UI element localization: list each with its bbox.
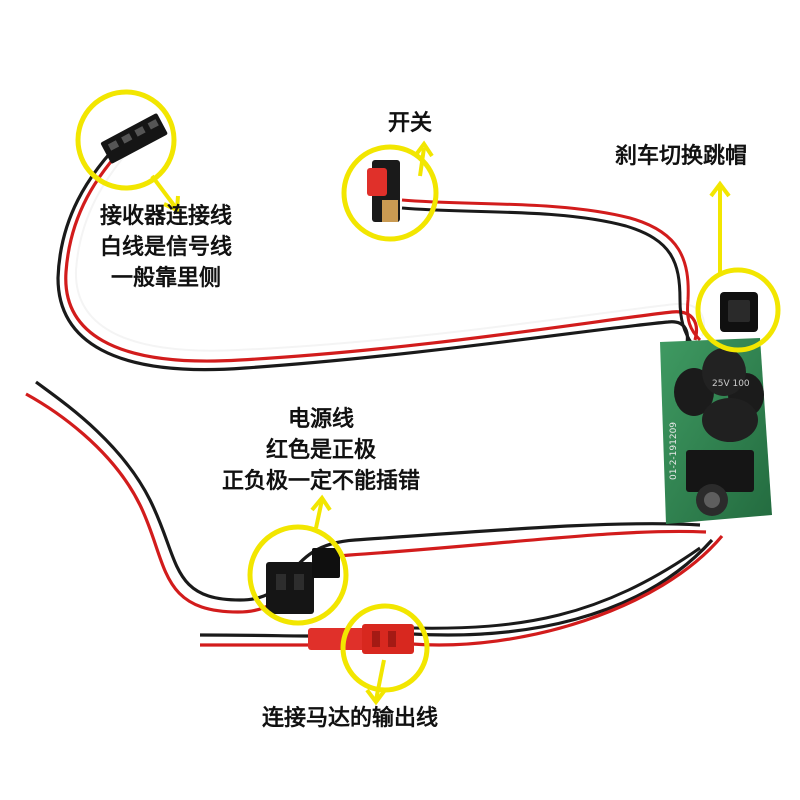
highlight-power — [247, 524, 349, 626]
highlight-switch — [341, 144, 439, 242]
highlight-receiver — [75, 89, 177, 191]
motor-output-label: 连接马达的输出线 — [262, 703, 438, 734]
receiver-cable-label: 接收器连接线 白线是信号线 一般靠里侧 — [100, 201, 232, 294]
receiver-label-line-3: 一般靠里侧 — [111, 266, 222, 291]
power-label-line-3: 正负极一定不能插错 — [222, 469, 421, 494]
receiver-label-line-2: 白线是信号线 — [100, 235, 233, 260]
receiver-connector — [100, 113, 168, 164]
highlight-brake — [695, 267, 781, 353]
motor-label-line-1: 连接马达的输出线 — [262, 706, 439, 731]
power-label-line-1: 电源线 — [288, 407, 355, 432]
motor-cable — [199, 534, 724, 647]
receiver-cable — [56, 134, 705, 372]
pointer-arrows — [150, 140, 731, 706]
power-cable-label: 电源线 红色是正极 正负极一定不能插错 — [222, 404, 420, 497]
switch-label-line-1: 开关 — [388, 111, 433, 136]
switch-cable — [401, 198, 702, 345]
capacitor-marking: 25V 100 — [712, 379, 750, 389]
pcb-marking: 01-2-191209 — [669, 422, 679, 480]
motor-connector — [308, 624, 414, 654]
brake-label-line-1: 刹车切换跳帽 — [615, 144, 748, 169]
power-switch — [367, 160, 400, 222]
esc-board: 01-2-191209 25V 100 — [660, 338, 772, 524]
power-label-line-2: 红色是正极 — [266, 438, 377, 463]
brake-jumper — [720, 292, 758, 332]
power-connector — [266, 548, 340, 614]
switch-label: 开关 — [388, 108, 432, 139]
brake-jumper-label: 刹车切换跳帽 — [615, 141, 747, 172]
receiver-label-line-1: 接收器连接线 — [100, 204, 233, 229]
